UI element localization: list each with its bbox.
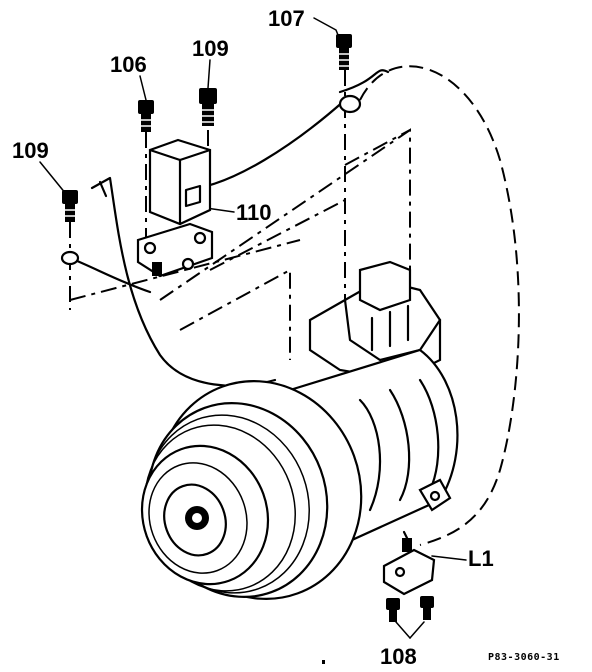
wire-route-loop	[359, 65, 520, 546]
bolt-109-top-icon	[199, 88, 217, 126]
bolt-108-left-icon	[386, 598, 400, 622]
bolt-108-right-icon	[420, 596, 434, 620]
callout-108: 108	[380, 644, 417, 669]
reference-code: P83-3060-31	[488, 652, 560, 663]
callout-109-left: 109	[12, 138, 49, 163]
bolt-107-icon	[336, 34, 352, 70]
callout-109-top: 109	[192, 36, 229, 61]
clutch-pulley	[140, 380, 363, 600]
bracket-L1	[382, 530, 436, 596]
bolt-106-icon	[138, 100, 154, 132]
callout-L1: L1	[468, 546, 494, 571]
relay-bracket-110	[136, 138, 214, 278]
callout-110: 110	[236, 200, 272, 225]
callout-106: 106	[110, 52, 147, 77]
bolt-109-left-icon	[62, 190, 78, 222]
callout-107: 107	[268, 6, 305, 31]
print-mark	[322, 660, 325, 664]
